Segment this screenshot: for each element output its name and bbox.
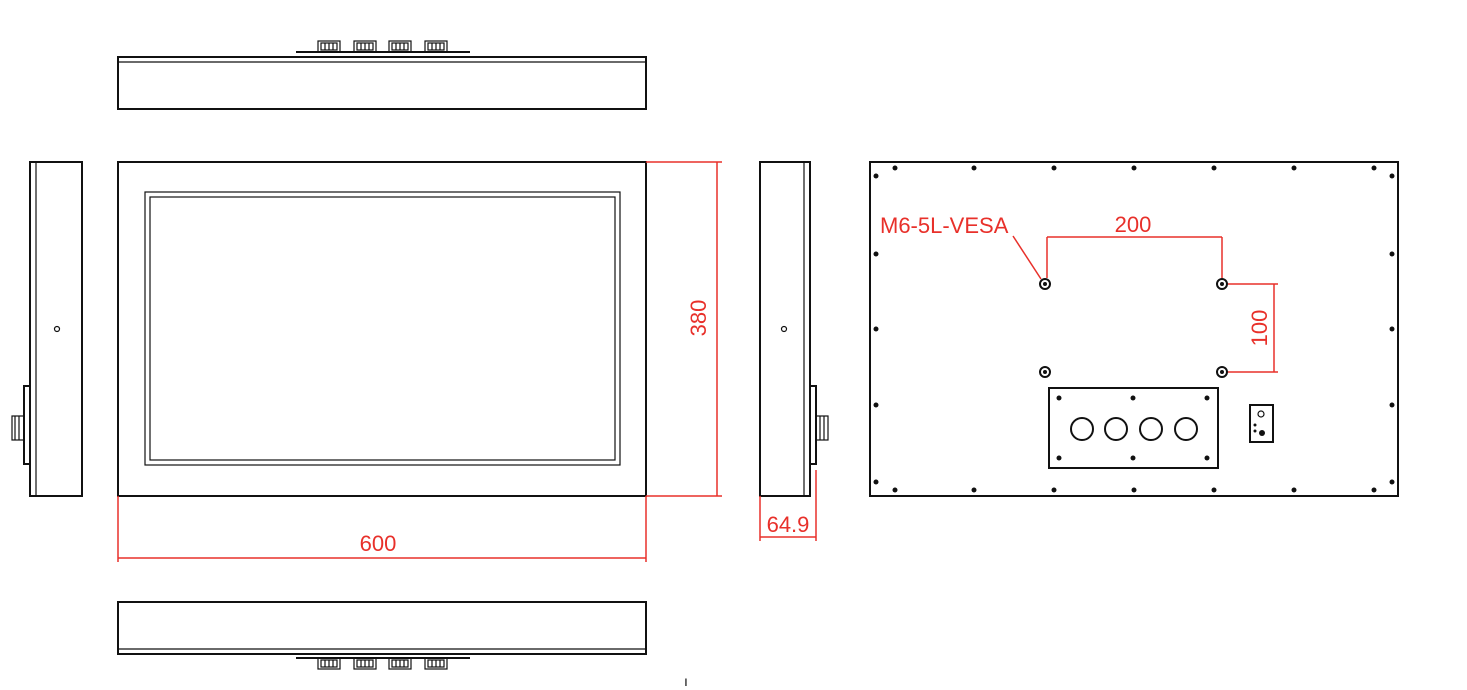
screw [1389,402,1395,408]
screw [1291,165,1297,171]
connector-port-4 [1174,417,1198,441]
dimension-width: 600 [117,496,647,562]
screw [892,165,898,171]
dimension-vesa-horizontal: 200 [1046,212,1223,278]
connector-2 [353,657,377,670]
power-jack [1249,404,1274,443]
connector-3 [388,657,412,670]
screw [873,479,879,485]
vesa-hole-top-right [1216,278,1228,290]
bottom-connectors [296,657,470,670]
connector-port-3 [1139,417,1163,441]
front-view [117,161,647,497]
vesa-screw-label: M6-5L-VESA [880,213,1009,238]
screw [892,487,898,493]
right-side-view [759,161,829,497]
screw [971,487,977,493]
screw [1371,165,1377,171]
dimension-vesa-vertical: 100 [1228,283,1278,373]
screw [873,251,879,257]
bottom-view [117,601,647,670]
left-side-view [11,161,83,497]
screw [1211,165,1217,171]
depth-label: 64.9 [767,512,810,537]
screw [1051,165,1057,171]
vesa-hole-bottom-right [1216,366,1228,378]
width-label: 600 [360,531,397,556]
screw [971,165,977,171]
vesa-horizontal-label: 200 [1115,212,1152,237]
vesa-screw-callout: M6-5L-VESA [880,213,1042,280]
connector-port-2 [1104,417,1128,441]
connector-1 [317,40,341,53]
connector-4 [424,657,448,670]
height-label: 380 [686,300,711,337]
vesa-vertical-label: 100 [1247,310,1272,347]
top-view [117,40,647,110]
screw [1131,487,1137,493]
stray-mark: ı [684,673,688,689]
connector-2 [353,40,377,53]
screw [1371,487,1377,493]
screw [1389,251,1395,257]
connector-port-1 [1070,417,1094,441]
screw [873,402,879,408]
screw [1389,479,1395,485]
screw [873,326,879,332]
connector-3 [388,40,412,53]
screw [1051,487,1057,493]
screw [1291,487,1297,493]
screw [873,173,879,179]
screw [1131,165,1137,171]
dimension-height: 380 [646,161,722,497]
screw [1211,487,1217,493]
rear-perimeter-screws [873,165,1395,493]
screw [1389,326,1395,332]
io-plate [1048,387,1219,469]
vesa-hole-top-left [1039,278,1051,290]
dimension-depth: 64.9 [759,470,817,541]
vesa-hole-bottom-left [1039,366,1051,378]
rear-view [869,161,1399,497]
connector-4 [424,40,448,53]
screw [1389,173,1395,179]
connector-1 [317,657,341,670]
top-connectors [296,40,470,53]
